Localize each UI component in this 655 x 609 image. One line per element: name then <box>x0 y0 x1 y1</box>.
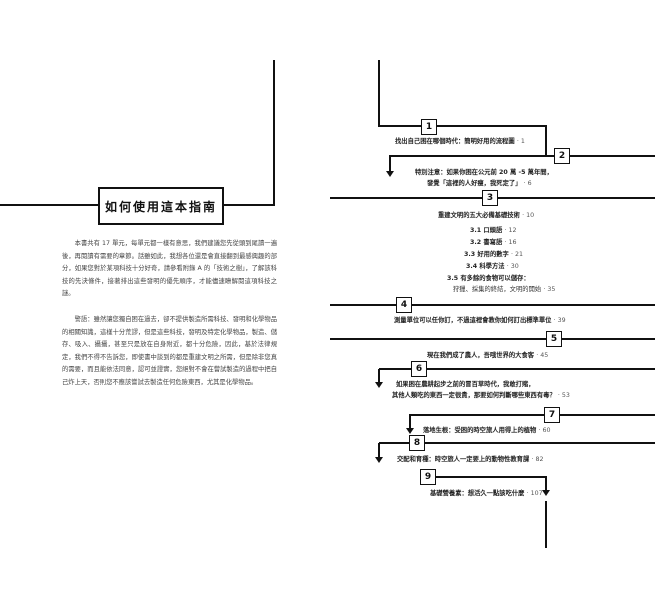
chapter-number-box: 8 <box>409 435 425 451</box>
chapter-label: 找出自己困在哪個時代：簡明好用的流程圖 · 1 <box>395 138 525 146</box>
chapter-title: 發覺「這裡的人好瘦，我死定了」 <box>427 180 522 187</box>
section-label: 3.1 口頭語 · 12 <box>470 227 516 235</box>
chapter-label: 特別注意：如果你困在公元前 20 萬 -5 萬年間， <box>415 169 553 177</box>
section-page: · 12 <box>504 227 517 234</box>
chapter-label: 現在我們成了農人，吾哦世界的大食客 · 45 <box>427 352 548 360</box>
section-label: 3.2 書寫語 · 16 <box>470 239 516 247</box>
chapter-number-box: 2 <box>554 148 570 164</box>
chapter-page: · 60 <box>538 427 551 434</box>
chapter-page: · 39 <box>553 317 566 324</box>
section-title: 狩獵、採集的終結，文明的開始 <box>453 286 542 293</box>
chapter-title: 測量單位可以任你訂，不過這裡會教你如何訂出標準單位 <box>394 317 552 324</box>
page-title: 如何使用這本指南 <box>98 187 224 225</box>
arrow-head <box>406 428 414 434</box>
section-label: 3.4 科學方法 · 30 <box>466 263 519 271</box>
chapter-title: 特別注意：如果你困在公元前 20 萬 -5 萬年間， <box>415 169 553 176</box>
section-label: 3.3 好用的數字 · 21 <box>464 251 523 259</box>
chapter-title: 找出自己困在哪個時代：簡明好用的流程圖 <box>395 138 515 145</box>
chapter-title: 落地生根：受困的時空旅人用得上的植物 <box>423 427 537 434</box>
chapter-number-box: 1 <box>421 119 437 135</box>
chapter-title: 基礎營養素：想活久一點該吃什麼 <box>430 490 525 497</box>
section-page: · 35 <box>543 286 556 293</box>
chapter-page: · 82 <box>531 456 544 463</box>
chapter-label: 基礎營養素：想活久一點該吃什麼 · 107 <box>430 490 543 498</box>
chapter-page: · 10 <box>522 212 535 219</box>
section-title: 3.1 口頭語 <box>470 227 503 234</box>
section-page: · 16 <box>504 239 517 246</box>
section-page: · 21 <box>511 251 524 258</box>
chapter-label: 重建文明的五大必備基礎技術 · 10 <box>438 212 534 220</box>
chapter-title: 現在我們成了農人，吾哦世界的大食客 <box>427 352 535 359</box>
chapter-title: 如果困在農耕起步之前的冒百草時代，我敢打賭， <box>396 381 535 388</box>
section-title: 3.4 科學方法 <box>466 263 505 270</box>
title-connector-line <box>224 60 275 206</box>
chapter-label: 交配和育種：時空旅人一定要上的動物性教育課 · 82 <box>397 456 543 464</box>
chapter-label-line2: 發覺「這裡的人好瘦，我死定了」 · 6 <box>427 180 532 188</box>
chapter-number-box: 5 <box>546 331 562 347</box>
arrow-head <box>375 382 383 388</box>
chapter-number-box: 6 <box>411 361 427 377</box>
arrow-head <box>386 171 394 177</box>
section-label: 3.5 有多餘的食物可以儲存： <box>447 275 530 283</box>
warning-paragraph: 警語：雖然讓您獨自困在過去，卻不提供製造所需科技、發明和化學物品的相關知識，這樣… <box>62 316 277 386</box>
intro-paragraph: 本書共有 17 單元，每單元都一樣有意思，我們建議您先從頭到尾讀一遍後，再閱讀有… <box>62 240 277 298</box>
chapter-page: · 107 <box>526 490 543 497</box>
chapter-number-box: 3 <box>482 190 498 206</box>
section-title: 3.3 好用的數字 <box>464 251 509 258</box>
chapter-page: · 6 <box>523 180 532 187</box>
chapter-title: 重建文明的五大必備基礎技術 <box>438 212 520 219</box>
section-page: · 30 <box>506 263 519 270</box>
chapter-number-box: 9 <box>420 469 436 485</box>
chapter-title: 交配和育種：時空旅人一定要上的動物性教育課 <box>397 456 530 463</box>
section-label: 狩獵、採集的終結，文明的開始 · 35 <box>453 286 555 294</box>
arrow-head <box>375 457 383 463</box>
arrow-head <box>542 490 550 496</box>
chapter-page: · 53 <box>557 392 570 399</box>
chapter-number-box: 4 <box>396 297 412 313</box>
chapter-title: 其他人類吃的東西一定很貴，那要如何判斷哪些東西有毒？ <box>392 392 556 399</box>
chapter-label: 測量單位可以任你訂，不過這裡會教你如何訂出標準單位 · 39 <box>394 317 566 325</box>
chapter-number-box: 7 <box>544 407 560 423</box>
section-title: 3.2 書寫語 <box>470 239 503 246</box>
section-title: 3.5 有多餘的食物可以儲存： <box>447 275 530 282</box>
chapter-page: · 45 <box>536 352 549 359</box>
chapter-label: 如果困在農耕起步之前的冒百草時代，我敢打賭， <box>396 381 535 389</box>
chapter-label: 落地生根：受困的時空旅人用得上的植物 · 60 <box>423 427 551 435</box>
chapter-page: · 1 <box>516 138 525 145</box>
chapter-label-line2: 其他人類吃的東西一定很貴，那要如何判斷哪些東西有毒？ · 53 <box>392 392 570 400</box>
